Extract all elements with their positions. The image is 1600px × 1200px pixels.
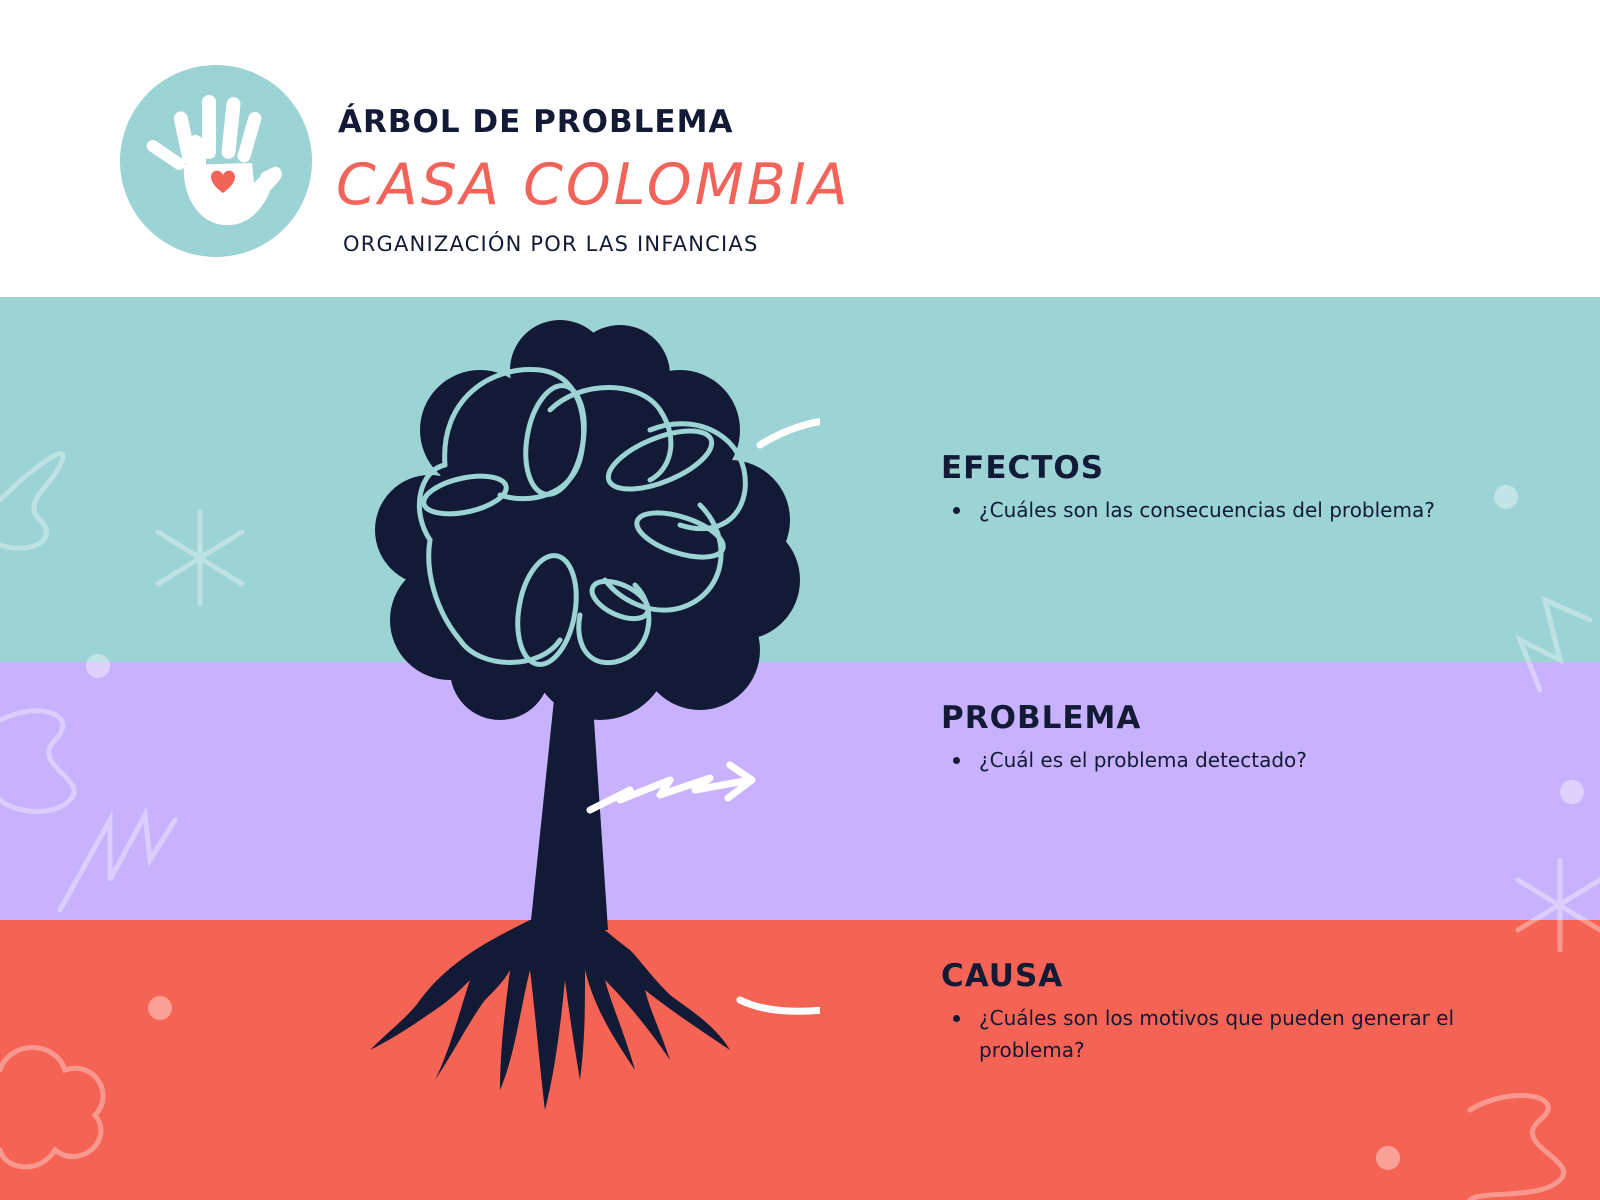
squiggle-icon [1467,1093,1566,1200]
sparkle-icon [1515,857,1600,953]
tree-icon [370,320,820,1110]
zigzag-icon [57,806,178,913]
arrow-right-icon [756,417,820,449]
section-title: EFECTOS [941,450,1105,486]
cloud-icon [0,1045,106,1170]
band-causa [0,920,1600,1200]
organization-subtitle: ORGANIZACIÓN POR LAS INFANCIAS [343,232,759,256]
section-list: ¿Cuál es el problema detectado? [941,744,1501,776]
list-item: ¿Cuáles son las consecuencias del proble… [941,494,1461,526]
hand-heart-icon [120,65,312,257]
zigzag-icon [1515,595,1593,693]
sparkle-icon [155,509,245,607]
list-item: ¿Cuáles son los motivos que pueden gener… [941,1002,1461,1066]
section-list: ¿Cuáles son los motivos que pueden gener… [941,1002,1501,1066]
band-efectos [0,297,1600,662]
band-problema [0,662,1600,920]
zigzag-arrow-icon [586,774,754,814]
squiggle-icon [0,451,66,551]
arrow-right-icon [736,996,820,1015]
section-causa: CAUSA ¿Cuáles son los motivos que pueden… [941,956,1501,1066]
squiggle-icon [0,708,77,815]
list-item: ¿Cuál es el problema detectado? [941,744,1461,776]
section-list: ¿Cuáles son las consecuencias del proble… [941,494,1501,526]
section-title: CAUSA [941,958,1064,994]
section-problema: PROBLEMA ¿Cuál es el problema detectado? [941,698,1501,776]
organization-name: CASA COLOMBIA [336,152,851,218]
page-title: ÁRBOL DE PROBLEMA [338,104,734,140]
section-efectos: EFECTOS ¿Cuáles son las consecuencias de… [941,448,1501,526]
section-title: PROBLEMA [941,700,1142,736]
header: ÁRBOL DE PROBLEMA CASA COLOMBIA ORGANIZA… [0,0,1600,297]
